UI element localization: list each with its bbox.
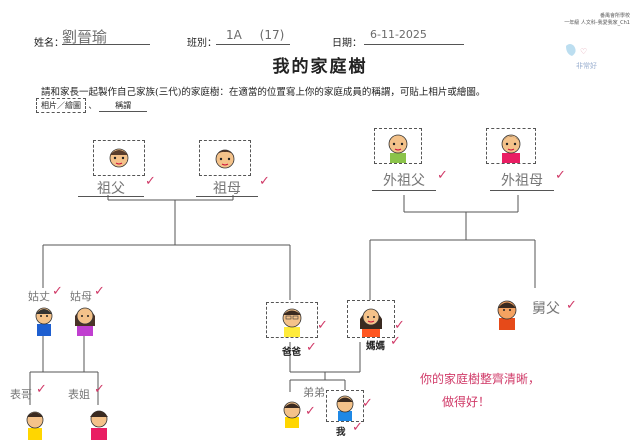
name-label: 姓名：	[34, 38, 64, 49]
photo-box-mom	[347, 300, 395, 338]
check-sibling: ✓	[305, 404, 316, 419]
dad-face-icon	[282, 308, 302, 337]
date-label: 日期：	[332, 38, 362, 49]
check-me: ✓	[352, 420, 363, 435]
cousin-sister-figure	[86, 404, 112, 440]
title-maternal-grandma: 外祖母	[490, 170, 554, 191]
title-aunt: 姑母	[70, 288, 92, 304]
photo-box-maternal-grandpa	[374, 128, 422, 164]
class-value: 1A	[226, 28, 242, 42]
check-cousin-sister: ✓	[94, 382, 105, 397]
cousin-brother-label: 表哥	[10, 388, 32, 401]
stamp-icon: ♡ 非常好	[566, 44, 597, 70]
aunt-figure	[72, 302, 98, 336]
check-maternal-grandma: ✓	[555, 168, 566, 183]
date-field: 6-11-2025	[364, 28, 464, 45]
class-number: (17)	[259, 28, 285, 42]
mom-face-icon	[360, 308, 382, 337]
photo-box-me	[326, 390, 364, 422]
title-cousin-brother: 表哥	[10, 386, 32, 402]
grandpa-label: 祖父	[97, 181, 125, 197]
stamp-text: 非常好	[576, 61, 597, 70]
me-label: 我	[336, 427, 346, 438]
maternal-grandpa-face-icon	[388, 134, 408, 163]
grandma-label: 祖母	[213, 181, 241, 197]
page-title: 我的家庭樹	[272, 57, 368, 77]
subject-line: 一年級 人文科-我愛我家_Ch1	[564, 20, 630, 26]
check-maternal-grandpa: ✓	[437, 168, 448, 183]
sibling-figure	[280, 398, 304, 428]
legend-sep: 、	[88, 101, 97, 110]
title-grandma: 祖母	[196, 178, 258, 197]
comment-line-1: 你的家庭樹整齊清晰，	[420, 372, 541, 386]
school-header: 番禺會所學校 一年級 人文科-我愛我家_Ch1	[544, 12, 630, 26]
comment-line-2: 做得好！	[442, 395, 491, 409]
dad-label: 爸爸	[282, 347, 302, 358]
teacher-comment: 你的家庭樹整齊清晰， 做得好！	[420, 370, 620, 410]
cousin-brother-figure	[22, 406, 48, 440]
maternal-uncle-figure	[494, 296, 520, 330]
sibling-label: 弟弟	[303, 386, 325, 399]
uncle-in-law-figure	[32, 304, 56, 336]
check-dad-photo: ✓	[317, 318, 328, 333]
maternal-uncle-label: 舅父	[532, 301, 560, 317]
grandma-face-icon	[215, 149, 235, 169]
title-dad: 爸爸	[282, 344, 301, 358]
name-field: 劉晉瑜	[62, 26, 150, 46]
date-value: 6-11-2025	[370, 28, 427, 41]
title-mom: 媽媽	[366, 338, 385, 352]
legend: 相片／繪圖 、 稱謂	[36, 98, 148, 113]
instruction-text: 請和家長一起製作自己家族(三代)的家庭樹：在適當的位置寫上你的家庭成員的稱謂，可…	[41, 87, 486, 98]
photo-box-grandpa	[93, 140, 145, 176]
title-grandpa: 祖父	[78, 178, 144, 197]
title-maternal-uncle: 舅父	[532, 298, 560, 318]
class-label: 班別：	[187, 38, 217, 49]
check-mom-photo: ✓	[394, 318, 405, 333]
aunt-label: 姑母	[70, 290, 92, 303]
cousin-sister-label: 表姐	[68, 388, 90, 401]
school-name: 番禺會所學校	[599, 13, 630, 19]
photo-box-maternal-grandma	[486, 128, 536, 164]
check-mom: ✓	[390, 334, 401, 349]
check-maternal-uncle: ✓	[566, 298, 577, 313]
class-field: 1A (17)	[216, 28, 290, 45]
uncle-in-law-face-icon	[35, 307, 53, 336]
grandpa-face-icon	[109, 148, 129, 168]
maternal-grandpa-label: 外祖父	[383, 173, 425, 189]
uncle-in-law-label: 姑丈	[28, 290, 50, 303]
check-grandpa: ✓	[145, 174, 156, 189]
stamp: ♡ 非常好	[560, 40, 608, 74]
aunt-face-icon	[75, 307, 95, 336]
check-aunt: ✓	[94, 284, 105, 299]
sibling-face-icon	[283, 401, 301, 428]
photo-box-grandma	[199, 140, 251, 176]
legend-photo: 相片／繪圖	[36, 98, 86, 113]
check-me-photo: ✓	[362, 396, 373, 411]
mom-label: 媽媽	[366, 341, 386, 352]
title-maternal-grandpa: 外祖父	[372, 170, 436, 191]
check-uncle-in-law: ✓	[52, 284, 63, 299]
name-value: 劉晉瑜	[62, 28, 108, 46]
title-me: 我	[336, 424, 346, 438]
legend-title: 稱謂	[99, 100, 148, 112]
maternal-grandma-face-icon	[501, 134, 521, 163]
photo-box-dad	[266, 302, 318, 338]
check-cousin-brother: ✓	[36, 382, 47, 397]
maternal-grandma-label: 外祖母	[501, 173, 543, 189]
cousin-brother-face-icon	[26, 411, 44, 440]
maternal-uncle-face-icon	[497, 300, 517, 330]
title-sibling: 弟弟	[303, 384, 325, 400]
svg-text:♡: ♡	[580, 47, 587, 56]
check-grandma: ✓	[259, 174, 270, 189]
title-cousin-sister: 表姐	[68, 386, 90, 402]
check-dad: ✓	[306, 340, 317, 355]
title-uncle-in-law: 姑丈	[28, 288, 50, 304]
cousin-sister-face-icon	[90, 410, 108, 440]
me-face-icon	[336, 395, 354, 421]
